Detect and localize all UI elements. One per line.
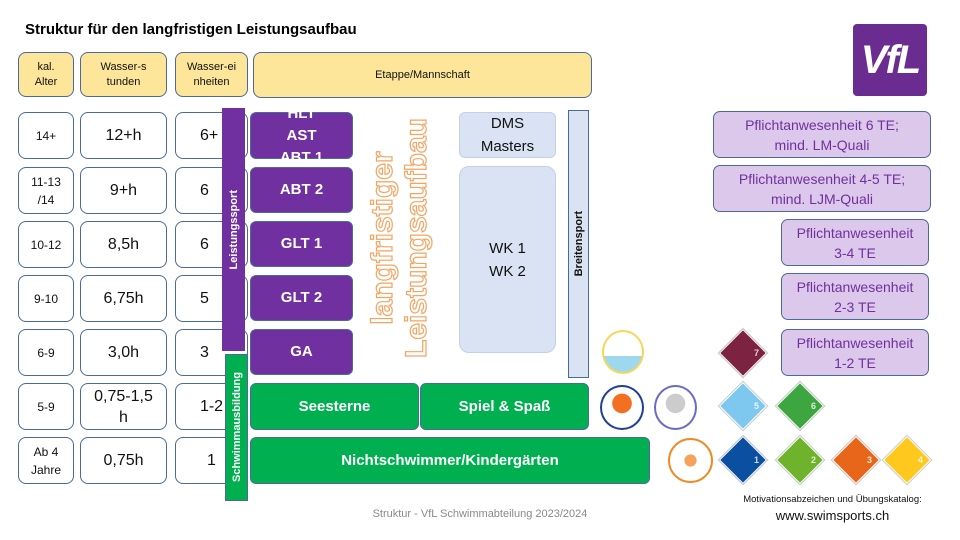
frog-badge-icon (831, 435, 881, 485)
catalog-link[interactable]: www.swimsports.ch (775, 507, 890, 523)
footer-center: Struktur - VfL Schwimmabteilung 2023/202… (372, 508, 588, 520)
badge-number: 3 (867, 455, 873, 465)
page-title: Struktur für den langfristigen Leistungs… (25, 20, 357, 38)
hours-cell: 9+h (80, 167, 167, 214)
header-units: Wasser-einheiten (175, 52, 248, 97)
schwimmausbildung-bar: Schwimmausbildung (225, 354, 248, 501)
attendance-box: Pflichtanwesenheit 1-2 TE (781, 329, 929, 376)
breitensport-bar: Breitensport (568, 110, 589, 378)
hours-cell: 3,0h (80, 329, 167, 376)
header-stage: Etappe/Mannschaft (253, 52, 592, 98)
hours-cell: 0,75-1,5 h (80, 383, 167, 430)
swimmer-badge-gray-icon (654, 385, 697, 430)
leistungssport-bar: Leistungssport (222, 108, 245, 351)
age-cell: 5-9 (18, 383, 74, 430)
team-abt2: ABT 2 (250, 167, 353, 213)
team-glt1: GLT 1 (250, 221, 353, 267)
swimmer-badge-orange-icon (600, 385, 644, 430)
age-cell: 14+ (18, 112, 74, 159)
penguin-badge-icon (882, 435, 932, 485)
catalog-label: Motivationsabzeichen und Übungskatalog: (743, 493, 922, 505)
team-glt2: GLT 2 (250, 275, 353, 321)
seahorse-badge-icon (775, 435, 825, 485)
age-cell: 10-12 (18, 221, 74, 268)
breitensport-label: Breitensport (572, 211, 585, 277)
badge-number: 2 (811, 455, 817, 465)
team-hlt-ast-abt1: HLT AST ABT 1 (250, 105, 353, 166)
attendance-box: Pflichtanwesenheit 3-4 TE (781, 219, 929, 266)
polar-bear-badge-icon (718, 328, 768, 378)
header-hours: Wasser-stunden (80, 52, 167, 97)
team-seesterne: Seesterne (250, 383, 419, 430)
schwimmausbildung-label: Schwimmausbildung (230, 372, 243, 483)
center-text: langfristiger Leistungsaufbau (355, 117, 445, 358)
hours-cell: 0,75h (80, 437, 167, 484)
badge-number: 5 (754, 401, 760, 411)
team-ga: GA (250, 329, 353, 375)
lobster-badge-icon (718, 435, 768, 485)
attendance-box: Pflichtanwesenheit 2-3 TE (781, 273, 929, 320)
center-text-line2: Leistungsaufbau (399, 117, 434, 359)
hours-cell: 6,75h (80, 275, 167, 322)
badge-number: 6 (811, 401, 817, 411)
crocodile-badge-icon (775, 381, 825, 431)
age-cell: 11-13 /14 (18, 167, 74, 214)
attendance-box: Pflichtanwesenheit 6 TE; mind. LM-Quali (713, 111, 931, 158)
age-cell: 9-10 (18, 275, 74, 322)
team-spiel-spass: Spiel & Spaß (420, 383, 589, 430)
age-cell: 6-9 (18, 329, 74, 376)
badge-number: 1 (754, 455, 760, 465)
age-cell: Ab 4 Jahre (18, 437, 74, 484)
hours-cell: 12+h (80, 112, 167, 159)
team-wk: WK 1 WK 2 (459, 166, 556, 353)
badge-number: 4 (918, 455, 924, 465)
leistungssport-label: Leistungssport (227, 189, 240, 270)
attendance-box: Pflichtanwesenheit 4-5 TE; mind. LJM-Qua… (713, 165, 931, 212)
center-text-line1: langfristiger (365, 151, 400, 326)
octopus-badge-icon (718, 381, 768, 431)
team-nichtschwimmer: Nichtschwimmer/Kindergärten (250, 437, 650, 484)
header-age: kal. Alter (18, 52, 74, 97)
hours-cell: 8,5h (80, 221, 167, 268)
seahorse-badge-icon (668, 438, 713, 483)
badge-number: 7 (754, 348, 760, 358)
team-dms-masters: DMS Masters (459, 112, 556, 158)
swimmer-badge-yellow-icon (602, 330, 644, 374)
vfl-logo: VfL (853, 24, 927, 96)
